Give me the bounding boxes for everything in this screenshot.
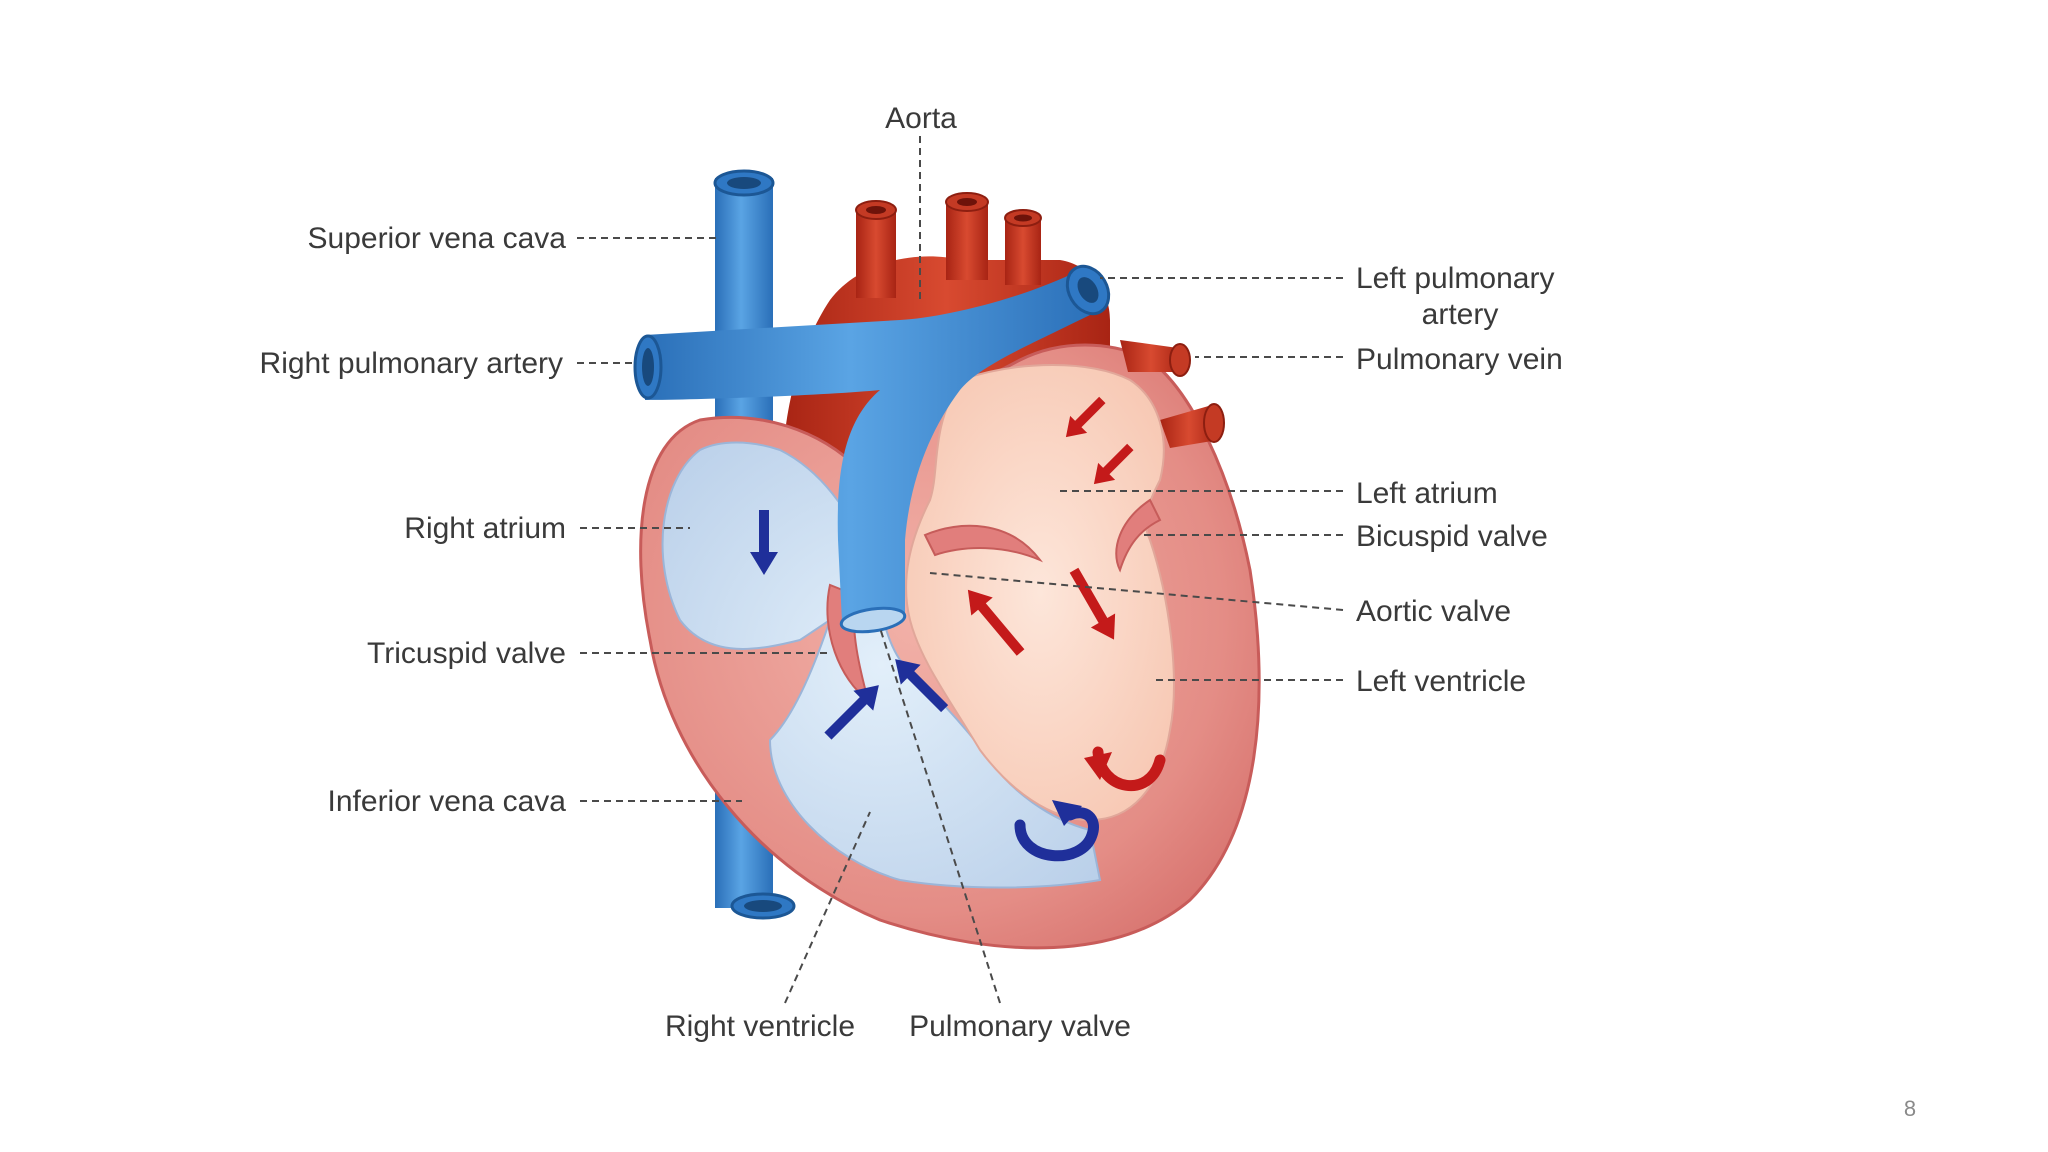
label-superior-vena-cava: Superior vena cava [308, 222, 567, 255]
left-u-turn-arrow-head-icon [1084, 752, 1112, 780]
label-left-atrium: Left atrium [1356, 477, 1498, 510]
pulmonary-artery-vessel [633, 264, 1111, 634]
arrow-up-left-icon [967, 589, 1025, 656]
label-tricuspid-valve: Tricuspid valve [367, 637, 566, 670]
arrow-diagonal-up-icon [895, 659, 949, 713]
label-aortic-valve: Aortic valve [1356, 595, 1511, 628]
label-right-pulmonary-artery: Right pulmonary artery [260, 347, 563, 380]
valve-flaps [826, 498, 1162, 703]
label-left-ventricle: Left ventricle [1356, 665, 1526, 698]
label-pulmonary-vein: Pulmonary vein [1356, 343, 1563, 376]
pulmonary-vein-vessels [1120, 340, 1225, 448]
label-right-atrium: Right atrium [404, 512, 566, 545]
arrow-bicuspid-icon [1069, 567, 1116, 640]
label-right-ventricle: Right ventricle [665, 1010, 855, 1043]
label-pulmonary-valve: Pulmonary valve [909, 1010, 1131, 1043]
right-flow-arrows [750, 510, 949, 740]
arrow-diagonal-down-icon [824, 685, 879, 740]
leader-lines [577, 136, 1344, 1004]
arrow-left-atrium-2-icon [1093, 443, 1134, 485]
u-turn-arrow-icon [1014, 807, 1099, 862]
label-bicuspid-valve: Bicuspid valve [1356, 520, 1548, 553]
label-aorta: Aorta [885, 102, 957, 135]
arrow-left-atrium-1-icon [1065, 396, 1106, 438]
label-inferior-vena-cava: Inferior vena cava [328, 785, 567, 818]
label-left-pulmonary-artery-line1: Left pulmonary [1356, 262, 1554, 295]
label-left-pulmonary-artery-line2: artery [1422, 298, 1499, 331]
left-flow-arrows [967, 396, 1134, 656]
arrow-down-icon [750, 510, 778, 575]
page-number: 8 [1903, 1096, 1917, 1121]
u-turn-arrow-head-icon [1052, 800, 1082, 826]
